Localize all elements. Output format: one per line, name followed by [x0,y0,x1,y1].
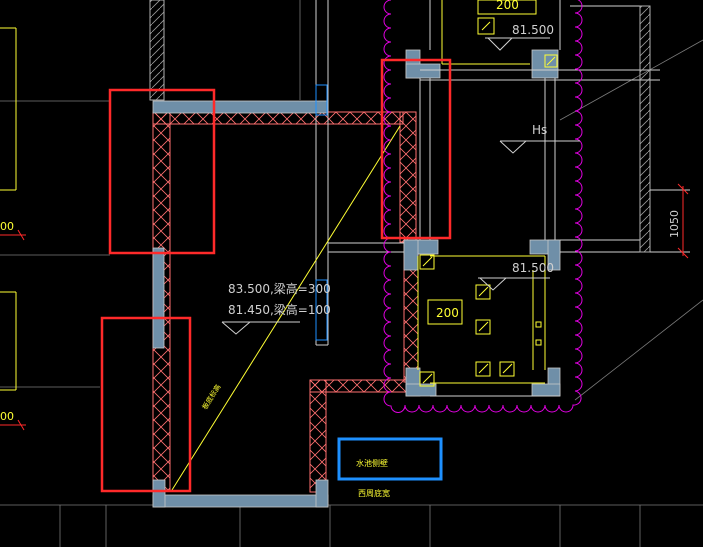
bottom-label: 西周底宽 [358,488,390,498]
concrete-walls [152,49,561,508]
left-dim-bottom: 00 [0,410,14,423]
elev-center-2: 81.450,梁高=100 [228,302,331,317]
label-hs: Hs [532,123,547,137]
highlights [100,58,452,493]
red-box-top-right [380,58,452,240]
left-dim-top: 00 [0,220,14,233]
blue-box-bottom [337,437,443,481]
blue-label: 水池侧壁 [356,458,388,468]
red-box-top-left [108,88,216,255]
revision-cloud [383,0,583,413]
yellow-lines [0,0,546,491]
elev-center-1: 83.500,梁高=300 [228,281,331,296]
red-box-bottom-left [100,316,192,493]
left-dims [0,183,689,431]
elev-right-mid: 81.500 [512,261,554,275]
hatched-wall-top [149,0,165,101]
box-top-label: 200 [496,0,519,12]
room-walls [152,111,419,493]
elevation-markers [221,37,580,335]
elev-top-right: 81.500 [512,23,554,37]
dim-vertical: 1050 [668,210,681,238]
white-lines [315,0,690,397]
box-mid-label: 200 [436,306,459,320]
tile-markers [419,17,558,387]
diag-label: 板底标高 [200,383,222,412]
